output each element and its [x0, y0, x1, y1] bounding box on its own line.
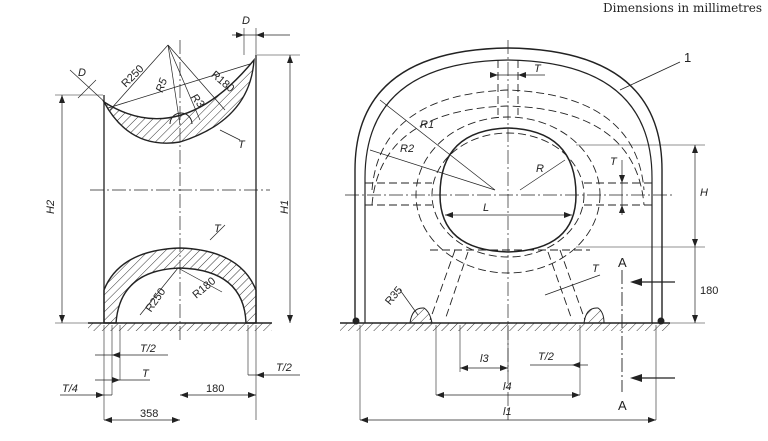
front-label-R35: R35: [383, 284, 405, 307]
top-saddle-section: [102, 57, 255, 144]
inner-arch: [364, 59, 653, 323]
front-label-A-bottom: A: [618, 398, 627, 413]
front-label-L: L: [483, 202, 489, 214]
units-note: Dimensions in millimetres: [603, 1, 762, 15]
side-dim-180: 180: [206, 383, 224, 395]
front-label-item-1: 1: [684, 50, 691, 65]
front-label-A-top: A: [618, 255, 627, 270]
side-view: [55, 28, 300, 423]
side-label-H2: H2: [45, 200, 57, 214]
front-dim-l4: l4: [503, 381, 512, 393]
side-dim-T-left: T: [142, 368, 150, 380]
side-dim-T-quarter: T/4: [62, 383, 78, 395]
side-label-T-bottom: T: [214, 223, 222, 235]
front-dim-l1: l1: [503, 406, 512, 418]
front-label-T-top: T: [534, 63, 542, 75]
side-label-T-top: T: [238, 139, 246, 151]
side-label-R250-top: R250: [119, 63, 146, 90]
side-label-R250-bottom: R250: [143, 286, 168, 314]
side-label-D-top: D: [242, 15, 250, 27]
front-label-T-right: T: [610, 156, 618, 168]
outer-arch: [354, 47, 663, 323]
front-label-R2: R2: [400, 143, 414, 155]
front-label-R1: R1: [420, 119, 434, 131]
bottom-arch-section: [103, 247, 257, 324]
front-label-T-leg: T: [592, 263, 600, 275]
front-label-R: R: [536, 163, 544, 175]
front-dim-l3: l3: [480, 353, 489, 365]
side-label-H1: H1: [279, 200, 291, 214]
front-label-H: H: [700, 187, 708, 199]
front-base-hatch: [340, 322, 670, 331]
side-dim-358: 358: [140, 408, 158, 420]
side-label-R5: R5: [154, 76, 170, 94]
side-label-D-left: D: [78, 67, 86, 79]
front-label-180: 180: [700, 285, 718, 297]
side-label-R180-bottom: R180: [190, 275, 218, 301]
front-dim-T-half: T/2: [538, 351, 554, 363]
front-view: [340, 40, 705, 423]
side-dim-T-half-right: T/2: [276, 362, 292, 374]
side-dim-T-half-left: T/2: [140, 343, 156, 355]
